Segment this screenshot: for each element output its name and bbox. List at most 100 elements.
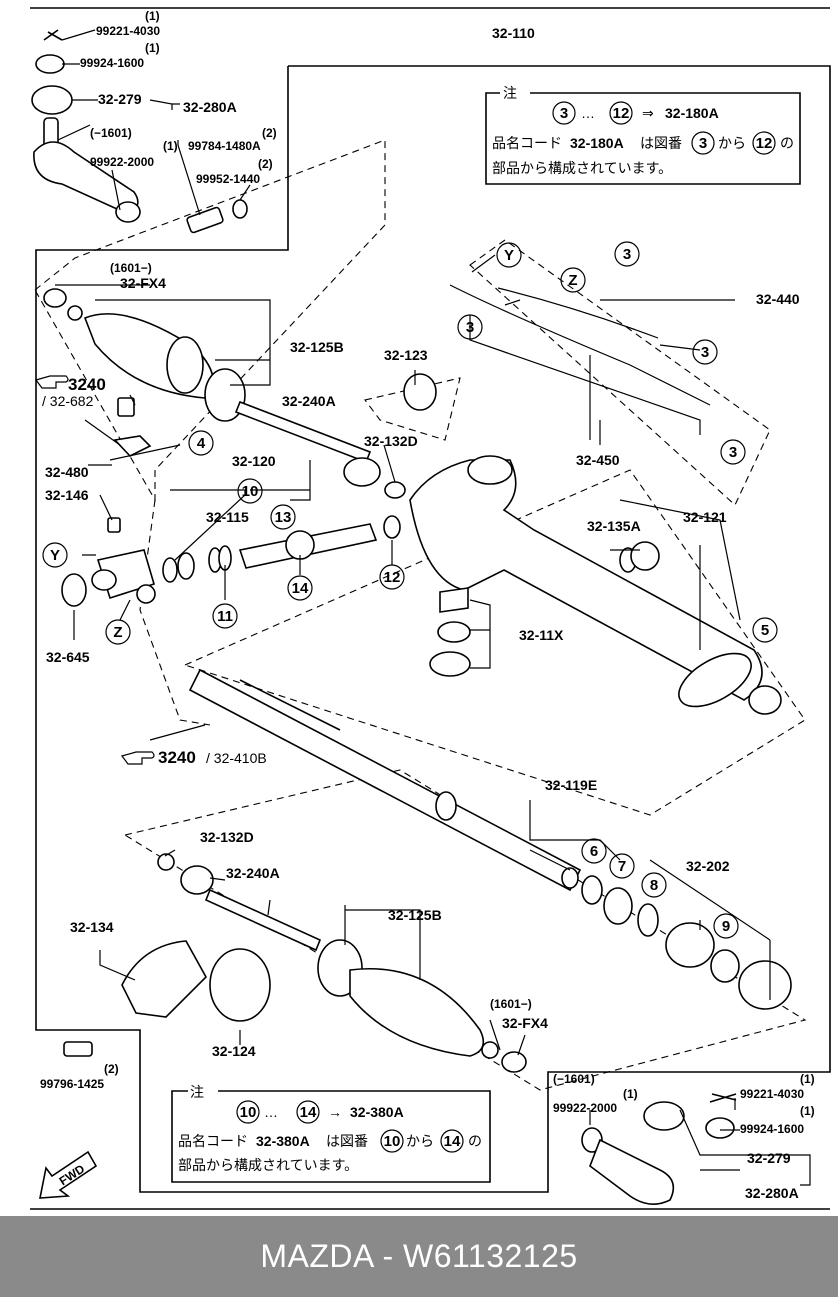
note-box-top: 注 3 … 12 ⇒ 32-180A 品名コード 32-180A は図番 3 か… [485,85,801,185]
label-32-279-top: 32-279 [98,91,142,107]
label-99922-2000-top: 99922-2000 [90,155,154,169]
svg-text:9: 9 [722,918,730,935]
svg-text:Z: Z [113,624,122,641]
note-top-dots: … [581,105,595,121]
label-32-FX4-top: 32-FX4 [120,275,166,291]
ref-circle-6: 6 [581,838,607,864]
svg-text:10: 10 [242,483,259,500]
svg-text:13: 13 [275,509,292,526]
svg-text:3: 3 [623,246,631,263]
part-drawings [31,29,792,1205]
ref-circle-3: 3 [457,314,483,340]
label-q1-e: (1) [800,1072,815,1086]
svg-text:11: 11 [217,608,233,625]
svg-text:4: 4 [197,435,206,452]
note-bottom-title: 注 [190,1084,204,1100]
svg-text:5: 5 [761,622,769,639]
ref-circle-10: 10 [237,478,263,504]
label-99784-1480A: 99784-1480A [188,139,261,153]
label-32-132D-bot: 32-132D [200,829,254,845]
label-32-121: 32-121 [683,509,727,525]
note-top-line2-code: 32-180A [570,135,624,151]
note-bottom-line2-from: 10 [384,1133,401,1150]
ref-circle-14: 14 [287,575,313,601]
footer-caption: MAZDA - W61132125 [260,1238,578,1274]
label-99221-4030-top: 99221-4030 [96,24,160,38]
ref-circle-7: 7 [609,853,635,879]
note-top-line2-d: の [780,135,794,151]
svg-text:12: 12 [384,569,401,586]
svg-text:7: 7 [618,858,626,875]
label-q1-d: (1) [623,1087,638,1101]
label-32-480: 32-480 [45,464,89,480]
ref-circle-Z: Z [560,267,586,293]
note-bottom-line2-a: 品名コード [178,1133,248,1149]
ref-circle-13: 13 [270,504,296,530]
reference-circles: 3 3 3 3 4 5 6 7 8 9 10 11 12 13 14 Y Y Z… [42,241,778,939]
label-32-115: 32-115 [206,509,249,525]
label-99924-1600-top: 99924-1600 [80,56,144,70]
label-32-119E: 32-119E [545,777,597,793]
label-32-440: 32-440 [756,291,800,307]
ref-circle-Z: Z [105,619,131,645]
ref-circle-3: 3 [614,241,640,267]
note-top-range-from: 3 [560,105,568,122]
label-32-134: 32-134 [70,919,114,935]
ref-circle-4: 4 [188,430,214,456]
label-32-132D-top: 32-132D [364,433,418,449]
svg-text:Y: Y [50,547,60,564]
pointing-hand-icon [34,375,69,389]
label-99924-1600-bot: 99924-1600 [740,1122,804,1136]
svg-text:Y: Y [504,247,514,264]
note-top-line2-to: 12 [756,135,773,152]
leader-lines [55,29,811,1186]
label-32-202: 32-202 [686,858,730,874]
label-32-280A-top: 32-280A [183,99,237,115]
svg-text:14: 14 [292,580,309,597]
ref-circle-12: 12 [379,564,405,590]
label-32-280A-bot: 32-280A [745,1185,799,1201]
note-bottom-arrow: → [328,1104,342,1120]
label-q2-a: (2) [262,126,277,140]
note-top-line2-c: から [718,135,746,151]
svg-text:Z: Z [568,272,577,289]
note-bottom-line2-d: の [468,1133,482,1149]
ref-circle-9: 9 [713,913,739,939]
label-32-240A-bot: 32-240A [226,865,280,881]
label-3240-top: 3240 [68,375,106,394]
label-32-125B-top: 32-125B [290,339,344,355]
label-date-1601-a: (−1601) [90,126,132,140]
label-32-110: 32-110 [492,25,535,41]
note-top-line2-b: は図番 [640,135,682,151]
label-q2-b: (2) [258,157,273,171]
note-top-target: 32-180A [665,105,719,121]
ref-circle-Y: Y [42,542,68,568]
ref-circle-Y: Y [496,242,522,268]
label-q1-b: (1) [145,41,160,55]
label-3240-mid: 3240 [158,748,196,767]
note-bottom-line2-to: 14 [444,1133,461,1150]
svg-text:3: 3 [701,344,709,361]
label-99922-2000-bot: 99922-2000 [553,1101,617,1115]
svg-text:8: 8 [650,877,658,894]
label-date-1601-b: (1601−) [110,261,152,275]
label-32-124: 32-124 [212,1043,256,1059]
svg-text:6: 6 [590,843,598,860]
ref-circle-8: 8 [641,872,667,898]
ref-circle-3: 3 [692,339,718,365]
label-q1-c: (1) [163,139,178,153]
note-bottom-line2-code: 32-380A [256,1133,310,1149]
label-date-1601-d: (−1601) [553,1072,595,1086]
label-99952-1440: 99952-1440 [196,172,260,186]
label-date-1601-c: (1601−) [490,997,532,1011]
note-bottom-target: 32-380A [350,1104,404,1120]
label-32-120: 32-120 [232,453,276,469]
label-32-240A-top: 32-240A [282,393,336,409]
svg-text:3: 3 [466,319,474,336]
label-32-125B-bot: 32-125B [388,907,442,923]
label-q1-a: (1) [145,9,160,23]
label-32-410B: / 32-410B [206,750,267,766]
steering-rack-exploded-diagram: 注 3 … 12 ⇒ 32-180A 品名コード 32-180A は図番 3 か… [30,7,831,1210]
note-bottom-line2-c: から [406,1133,434,1149]
note-top-title: 注 [503,85,517,101]
